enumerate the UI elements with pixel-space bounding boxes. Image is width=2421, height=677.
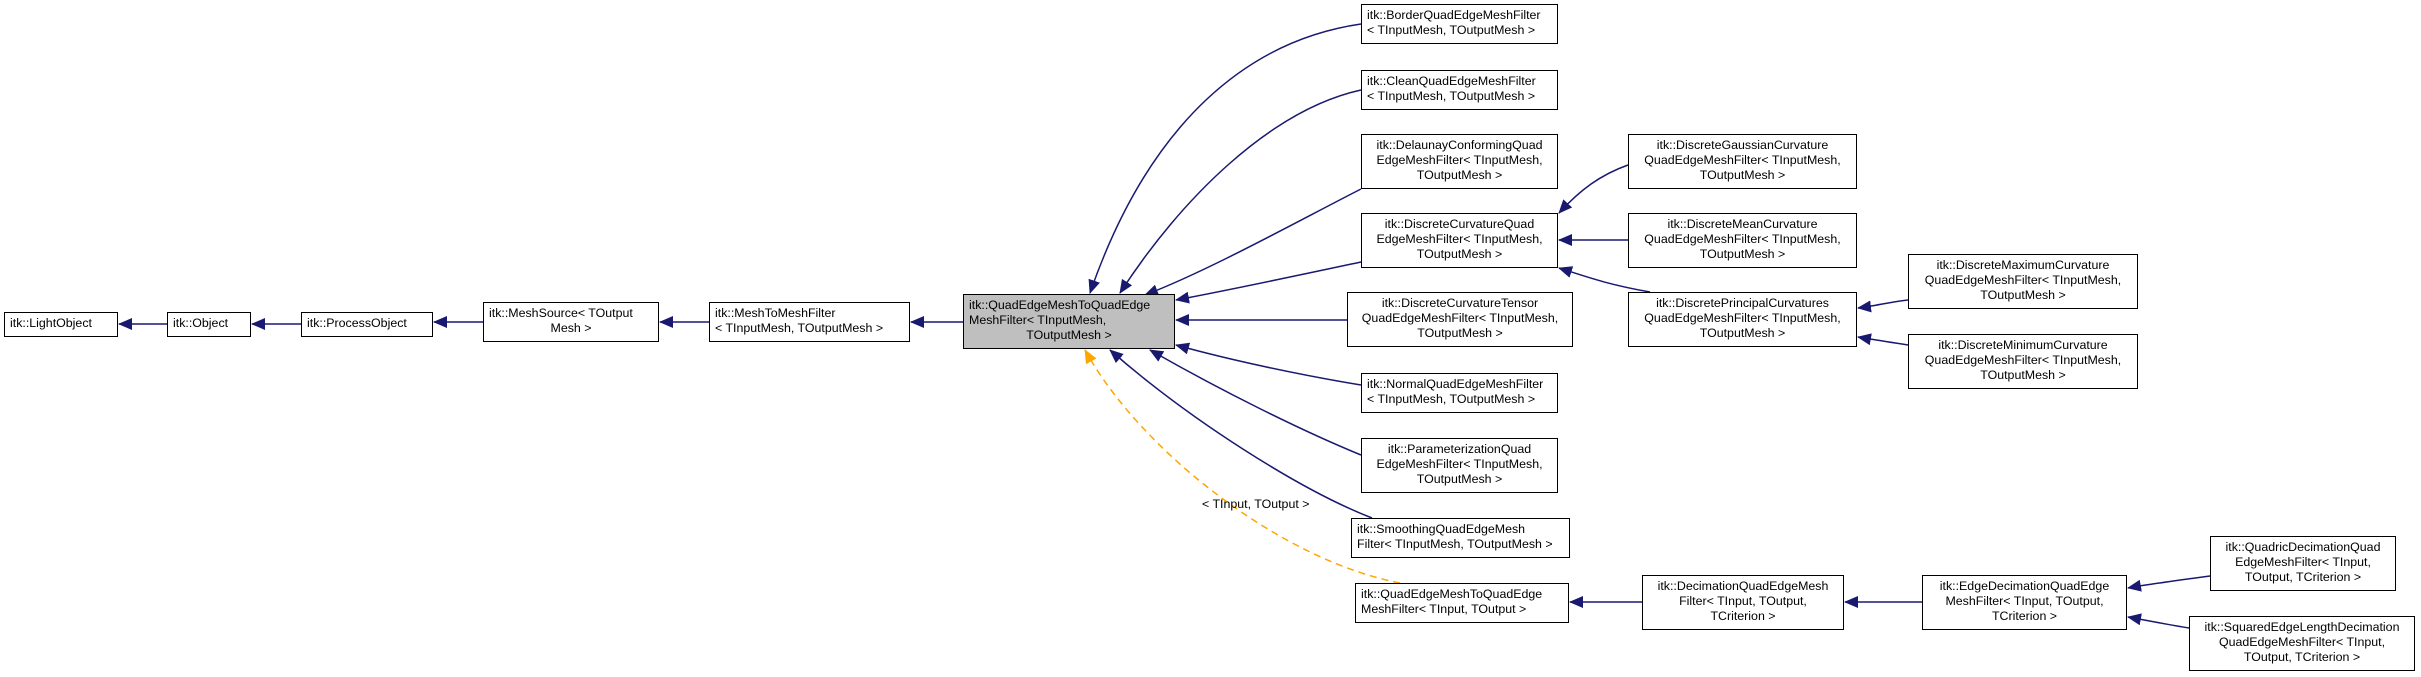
class-node-label: TOutput, TCriterion > [2243, 650, 2361, 664]
class-node-discrete-gaussian-curvature-quad-edge-mesh-filter[interactable]: itk::DiscreteGaussianCurvature QuadEdgeM… [1628, 134, 1857, 189]
class-node-discrete-maximum-curvature-quad-edge-mesh-filter[interactable]: itk::DiscreteMaximumCurvature QuadEdgeMe… [1908, 254, 2138, 309]
class-node-label: TOutputMesh > [1026, 328, 1112, 342]
class-node-label: TOutputMesh > [1980, 288, 2066, 302]
class-node-discrete-principal-curvatures-quad-edge-mesh-filter[interactable]: itk::DiscretePrincipalCurvatures QuadEdg… [1628, 292, 1857, 347]
class-node-label: < TInputMesh, TOutputMesh > [1367, 23, 1536, 37]
class-node-label: Filter< TInputMesh, TOutputMesh > [1357, 537, 1553, 551]
class-node-label: itk::Object [173, 316, 229, 330]
class-node-parameterization-quad-edge-mesh-filter[interactable]: itk::ParameterizationQuad EdgeMeshFilter… [1361, 438, 1558, 493]
edge-normal-to-qe2qe [1175, 342, 1362, 386]
edge-smoothing-to-qe2qe [1109, 349, 1373, 519]
class-node-border-quad-edge-mesh-filter[interactable]: itk::BorderQuadEdgeMeshFilter < TInputMe… [1361, 4, 1558, 44]
edge-delaunay-to-qe2qe [1144, 188, 1362, 296]
class-node-squared-edge-length-decimation-quad-edge-mesh-filter[interactable]: itk::SquaredEdgeLengthDecimation QuadEdg… [2189, 616, 2415, 671]
class-node-label: TOutput, TCriterion > [2244, 570, 2362, 584]
class-node-label: TOutputMesh > [1417, 326, 1503, 340]
edge-quadric-to-edge-decimation [2127, 575, 2211, 592]
class-node-label: TOutputMesh > [1416, 472, 1503, 486]
class-node-label: itk::QuadEdgeMeshToQuadEdge [1361, 587, 1543, 601]
class-node-normal-quad-edge-mesh-filter[interactable]: itk::NormalQuadEdgeMeshFilter < TInputMe… [1361, 373, 1558, 413]
class-node-discrete-minimum-curvature-quad-edge-mesh-filter[interactable]: itk::DiscreteMinimumCurvature QuadEdgeMe… [1908, 334, 2138, 389]
class-node-label: QuadEdgeMeshFilter< TInputMesh, [1361, 311, 1559, 325]
class-node-label: TOutputMesh > [1699, 326, 1786, 340]
edge-disccurv-to-qe2qe [1175, 261, 1362, 304]
edge-gaussian-to-disccurv [1558, 164, 1629, 214]
edge-clean-to-qe2qe [1119, 89, 1362, 294]
edge-param-to-qe2qe [1149, 349, 1362, 456]
class-node-label: itk::CleanQuadEdgeMeshFilter [1367, 74, 1536, 88]
class-node-label: MeshFilter< TInput, TOutput, [1945, 594, 2104, 608]
template-edge-label: < TInput, TOutput > [1202, 497, 1310, 511]
class-node-smoothing-quad-edge-mesh-filter[interactable]: itk::SmoothingQuadEdgeMesh Filter< TInpu… [1351, 518, 1570, 558]
class-node-decimation-quad-edge-mesh-filter[interactable]: itk::DecimationQuadEdgeMesh Filter< TInp… [1642, 575, 1844, 630]
class-node-discrete-mean-curvature-quad-edge-mesh-filter[interactable]: itk::DiscreteMeanCurvature QuadEdgeMeshF… [1628, 213, 1857, 268]
class-node-label: MeshFilter< TInput, TOutput > [1361, 602, 1527, 616]
class-node-edge-decimation-quad-edge-mesh-filter[interactable]: itk::EdgeDecimationQuadEdge MeshFilter< … [1922, 575, 2127, 630]
class-node-label: EdgeMeshFilter< TInputMesh, [1376, 232, 1543, 246]
class-node-label: EdgeMeshFilter< TInputMesh, [1376, 153, 1543, 167]
edge-border-to-qe2qe [1088, 23, 1362, 294]
class-node-label: TOutputMesh > [1699, 247, 1786, 261]
class-node-quadric-decimation-quad-edge-mesh-filter[interactable]: itk::QuadricDecimationQuad EdgeMeshFilte… [2210, 536, 2396, 591]
class-node-label: itk::DiscreteMeanCurvature [1667, 217, 1818, 231]
class-node-label: QuadEdgeMeshFilter< TInputMesh, [1644, 153, 1841, 167]
class-node-label: itk::DiscreteGaussianCurvature [1656, 138, 1829, 152]
class-node-label: QuadEdgeMeshFilter< TInputMesh, [1644, 311, 1841, 325]
class-node-quad-edge-mesh-to-quad-edge-mesh-filter-template[interactable]: itk::QuadEdgeMeshToQuadEdge MeshFilter< … [1355, 583, 1569, 623]
class-node-light-object[interactable]: itk::LightObject [4, 312, 118, 337]
class-node-mesh-to-mesh-filter[interactable]: itk::MeshToMeshFilter < TInputMesh, TOut… [709, 302, 910, 342]
class-node-label: itk::ParameterizationQuad [1387, 442, 1532, 456]
class-node-label: TOutputMesh > [1416, 168, 1503, 182]
class-node-mesh-source[interactable]: itk::MeshSource< TOutput Mesh > [483, 302, 659, 342]
class-node-label: Mesh > [550, 321, 592, 335]
edge-principal-to-disccurv [1558, 266, 1651, 293]
class-node-quad-edge-mesh-to-quad-edge-mesh-filter-current: itk::QuadEdgeMeshToQuadEdge MeshFilter< … [963, 294, 1175, 349]
class-node-label: itk::MeshSource< TOutput [489, 306, 633, 320]
class-node-label: < TInputMesh, TOutputMesh > [1367, 392, 1536, 406]
class-node-label: TOutputMesh > [1699, 168, 1786, 182]
class-node-label: itk::BorderQuadEdgeMeshFilter [1367, 8, 1541, 22]
class-node-label: itk::DiscreteCurvatureTensor [1381, 296, 1539, 310]
class-node-label: TCriterion > [1710, 609, 1776, 623]
class-node-process-object[interactable]: itk::ProcessObject [301, 312, 433, 337]
class-node-clean-quad-edge-mesh-filter[interactable]: itk::CleanQuadEdgeMeshFilter < TInputMes… [1361, 70, 1558, 110]
class-node-label: itk::QuadricDecimationQuad [2225, 540, 2381, 554]
class-node-label: EdgeMeshFilter< TInputMesh, [1376, 457, 1543, 471]
class-node-label: QuadEdgeMeshFilter< TInput, [2218, 635, 2386, 649]
class-node-label: QuadEdgeMeshFilter< TInputMesh, [1924, 273, 2122, 287]
class-node-label: MeshFilter< TInputMesh, [969, 313, 1107, 327]
class-node-label: itk::SquaredEdgeLengthDecimation [2204, 620, 2400, 634]
class-node-label: Filter< TInput, TOutput, [1679, 594, 1807, 608]
edge-squared-to-edge-decimation [2127, 613, 2190, 629]
class-node-label: itk::EdgeDecimationQuadEdge [1939, 579, 2110, 593]
class-node-label: TOutputMesh > [1980, 368, 2066, 382]
class-node-label: itk::LightObject [10, 316, 92, 330]
class-node-discrete-curvature-quad-edge-mesh-filter[interactable]: itk::DiscreteCurvatureQuad EdgeMeshFilte… [1361, 213, 1558, 268]
class-node-label: itk::DiscreteMaximumCurvature [1936, 258, 2110, 272]
class-node-label: itk::MeshToMeshFilter [715, 306, 836, 320]
class-node-label: < TInputMesh, TOutputMesh > [715, 321, 884, 335]
class-node-label: EdgeMeshFilter< TInput, [2235, 555, 2371, 569]
edge-maximum-to-principal [1857, 299, 1909, 313]
class-node-label: QuadEdgeMeshFilter< TInputMesh, [1644, 232, 1841, 246]
class-node-label: itk::ProcessObject [307, 316, 407, 330]
class-node-label: QuadEdgeMeshFilter< TInputMesh, [1924, 353, 2122, 367]
class-node-label: TOutputMesh > [1416, 247, 1503, 261]
class-node-discrete-curvature-tensor-quad-edge-mesh-filter[interactable]: itk::DiscreteCurvatureTensor QuadEdgeMes… [1347, 292, 1573, 347]
edge-minimum-to-principal [1857, 333, 1909, 346]
class-node-label: itk::QuadEdgeMeshToQuadEdge [969, 298, 1151, 312]
class-node-label: < TInputMesh, TOutputMesh > [1367, 89, 1536, 103]
class-node-label: itk::DiscretePrincipalCurvatures [1656, 296, 1829, 310]
class-node-object[interactable]: itk::Object [167, 312, 251, 337]
class-node-label: itk::NormalQuadEdgeMeshFilter [1367, 377, 1544, 391]
class-node-label: itk::DelaunayConformingQuad [1376, 138, 1543, 152]
class-node-label: itk::SmoothingQuadEdgeMesh [1357, 522, 1526, 536]
class-node-delaunay-conforming-quad-edge-mesh-filter[interactable]: itk::DelaunayConformingQuad EdgeMeshFilt… [1361, 134, 1558, 189]
class-node-label: itk::DiscreteCurvatureQuad [1384, 217, 1535, 231]
edge-template-instantiation [1084, 349, 1401, 584]
class-node-label: TCriterion > [1991, 609, 2058, 623]
class-node-label: itk::DiscreteMinimumCurvature [1938, 338, 2108, 352]
class-node-label: itk::DecimationQuadEdgeMesh [1657, 579, 1829, 593]
